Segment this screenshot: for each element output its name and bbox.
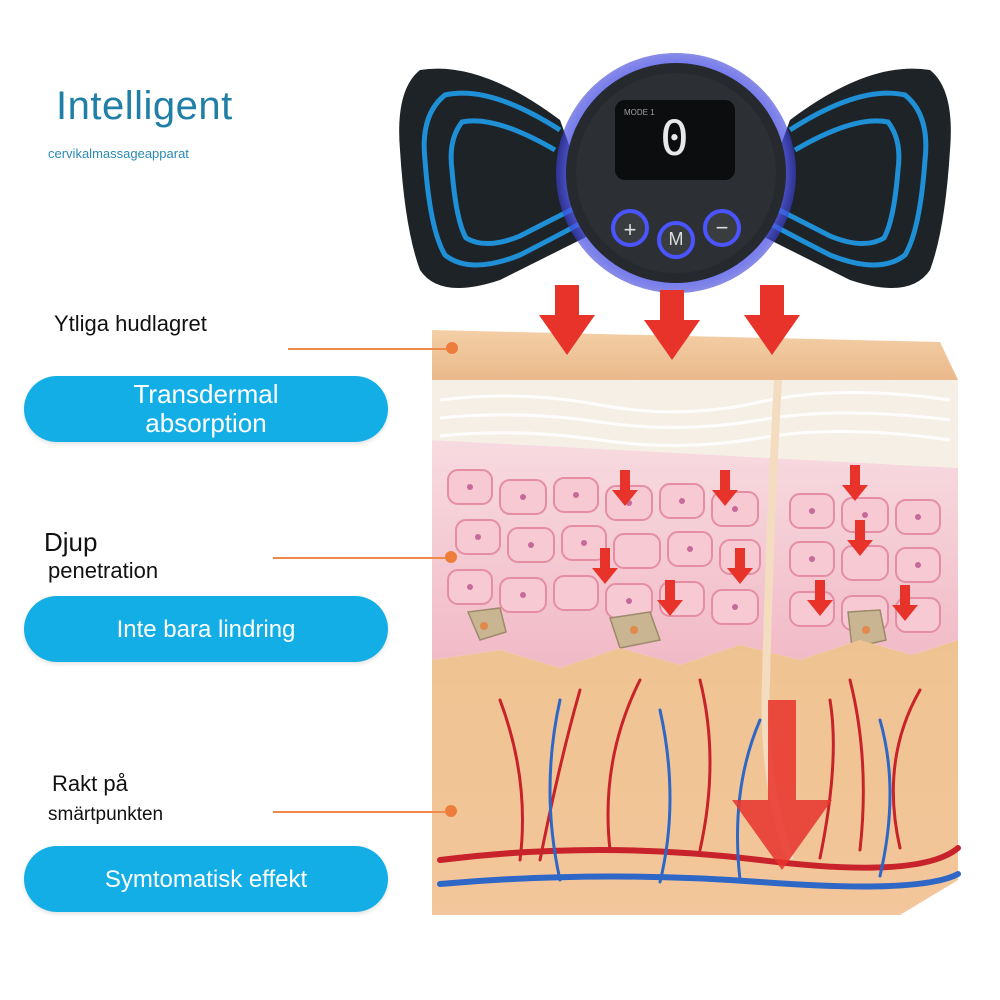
- skin-top-face: [432, 330, 958, 380]
- leader-line-3: [273, 811, 445, 813]
- tissue-arrows: [592, 465, 918, 621]
- device-arrows: [539, 285, 800, 360]
- leader-dot-1: [446, 342, 458, 354]
- big-penetration-arrow: [732, 700, 832, 870]
- layer-3-label-line-1: Rakt på: [52, 771, 128, 796]
- minus-button[interactable]: −: [715, 215, 729, 240]
- pill-3-text: Symtomatisk effekt: [104, 865, 308, 893]
- page-title: Intelligent: [56, 84, 233, 128]
- plus-button[interactable]: +: [623, 217, 637, 242]
- mode-label: MODE 1: [624, 108, 655, 117]
- leader-dot-3: [445, 805, 457, 817]
- layer-1-label: Ytliga hudlagret: [54, 311, 207, 336]
- pill-2-text: Inte bara lindring: [116, 615, 296, 643]
- blood-vessels: [437, 678, 961, 890]
- leader-line-1: [288, 348, 446, 350]
- mode-button[interactable]: M: [668, 229, 684, 249]
- dermis-face: [432, 640, 958, 915]
- layer-3-label-line-2: smärtpunkten: [48, 804, 164, 825]
- page-subtitle: cervikalmassageapparat: [48, 146, 189, 161]
- epidermis-band: [432, 380, 958, 468]
- layer-2-label-line-1: Djup: [44, 527, 98, 557]
- device-screen: [615, 100, 735, 180]
- pill-symtomatisk-effekt: Symtomatisk effekt: [24, 846, 388, 912]
- leader-dot-2: [445, 551, 457, 563]
- pill-transdermal-absorption: Transdermal absorption: [24, 376, 388, 442]
- leader-line-2: [273, 557, 445, 559]
- display-digit: 0: [660, 111, 689, 167]
- pill-inte-bara-lindring: Inte bara lindring: [24, 596, 388, 662]
- pill-1-text: Transdermal absorption: [133, 379, 279, 438]
- massager-device: [399, 53, 951, 293]
- layer-2-label-line-2: penetration: [48, 558, 159, 583]
